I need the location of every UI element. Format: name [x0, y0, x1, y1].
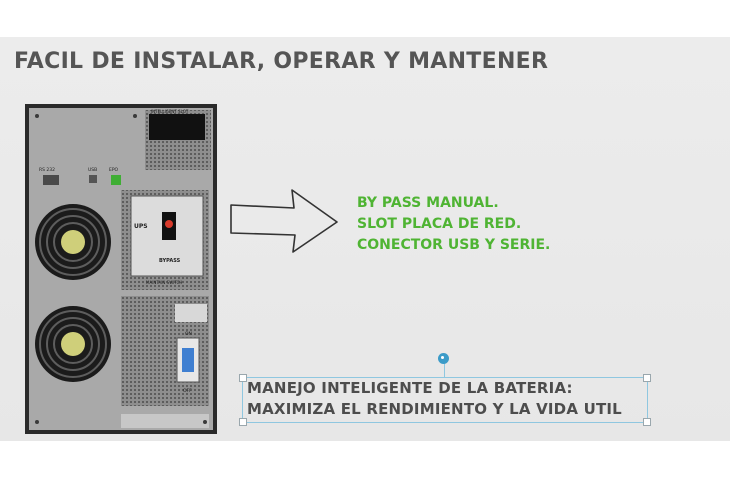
feature-bypass: BY PASS MANUAL. — [357, 195, 499, 211]
maintain-switch-label: MAINTAIN SWITCH — [146, 280, 182, 285]
breaker-off-label: OFF — [183, 388, 192, 394]
ups-switch-label: UPS — [134, 223, 148, 230]
ups-rear-panel-image[interactable]: INTELLIGENT SLOT RS 232 USB EPO UPS BYPA… — [25, 104, 217, 434]
breaker-on-label: ON — [185, 331, 192, 337]
resize-handle-top-left[interactable] — [239, 374, 247, 382]
usb-label: USB — [88, 167, 97, 173]
presentation-slide: FACIL DE INSTALAR, OPERAR Y MANTENER INT… — [0, 37, 730, 441]
slide-title[interactable]: FACIL DE INSTALAR, OPERAR Y MANTENER — [14, 49, 549, 74]
feature-network-slot: SLOT PLACA DE RED. — [357, 216, 522, 232]
intelligent-slot-label: INTELLIGENT SLOT — [151, 109, 189, 114]
battery-text-line-1: MANEJO INTELIGENTE DE LA BATERIA: — [247, 379, 573, 397]
right-arrow-icon[interactable] — [228, 187, 340, 255]
selected-text-box[interactable]: MANEJO INTELIGENTE DE LA BATERIA: MAXIMI… — [239, 353, 651, 426]
feature-usb-serial: CONECTOR USB Y SERIE. — [357, 237, 551, 253]
bypass-switch-label: BYPASS — [159, 258, 181, 264]
feature-list[interactable]: BY PASS MANUAL. SLOT PLACA DE RED. CONEC… — [357, 193, 550, 256]
resize-handle-top-right[interactable] — [643, 374, 651, 382]
epo-label: EPO — [109, 167, 119, 173]
rotate-handle-icon[interactable] — [438, 353, 449, 364]
rs232-label: RS 232 — [39, 167, 55, 173]
resize-handle-bottom-left[interactable] — [239, 418, 247, 426]
rotation-stem — [444, 361, 445, 378]
resize-handle-bottom-right[interactable] — [643, 418, 651, 426]
battery-text-line-2: MAXIMIZA EL RENDIMIENTO Y LA VIDA UTIL — [247, 400, 622, 418]
